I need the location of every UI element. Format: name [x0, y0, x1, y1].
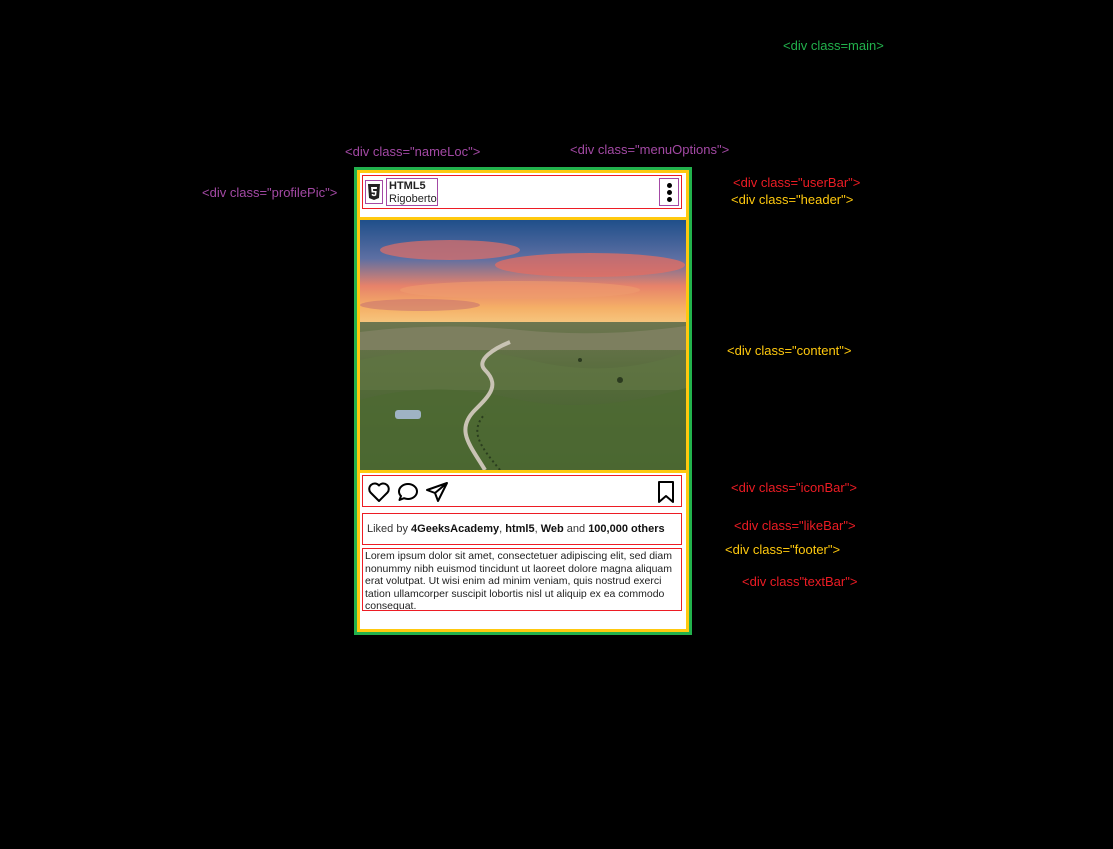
label-content: <div class="content"> — [727, 343, 852, 358]
label-nameloc: <div class="nameLoc"> — [345, 144, 481, 159]
post-header: HTML5 Rigoberto — [357, 170, 689, 220]
like-user-3[interactable]: Web — [540, 523, 564, 535]
likes-separator: , — [499, 523, 506, 535]
like-bar: Liked by 4GeeksAcademy, html5, Web and 1… — [362, 513, 682, 545]
label-iconbar: <div class="iconBar"> — [731, 480, 857, 495]
html5-logo-icon[interactable] — [365, 180, 383, 204]
username[interactable]: HTML5 — [389, 180, 426, 192]
share-icon[interactable] — [425, 480, 449, 504]
likes-separator: , — [534, 523, 541, 535]
label-likebar: <div class="likeBar"> — [734, 518, 856, 533]
label-textbar: <div class"textBar"> — [742, 574, 858, 589]
label-main: <div class=main> — [783, 38, 884, 53]
label-profilepic: <div class="profilePic"> — [202, 185, 338, 200]
landscape-photo — [360, 220, 686, 470]
comment-icon[interactable] — [396, 480, 420, 504]
name-location[interactable]: HTML5 Rigoberto — [386, 178, 438, 206]
post-card: HTML5 Rigoberto — [354, 167, 692, 635]
user-bar: HTML5 Rigoberto — [362, 175, 682, 209]
label-footer: <div class="footer"> — [725, 542, 841, 557]
location[interactable]: Rigoberto — [389, 193, 437, 205]
likes-and: and — [563, 523, 589, 535]
like-user-1[interactable]: 4GeeksAcademy — [411, 523, 500, 535]
label-header: <div class="header"> — [731, 192, 854, 207]
icon-bar — [362, 475, 682, 507]
post-image[interactable] — [357, 217, 689, 473]
like-user-2[interactable]: html5 — [505, 523, 535, 535]
bookmark-icon[interactable] — [655, 480, 677, 504]
heart-icon[interactable] — [367, 480, 391, 504]
post-footer: Liked by 4GeeksAcademy, html5, Web and 1… — [357, 470, 689, 632]
more-options-icon[interactable] — [659, 178, 679, 206]
caption-text: Lorem ipsum dolor sit amet, consectetuer… — [362, 548, 682, 611]
label-userbar: <div class="userBar"> — [733, 175, 861, 190]
like-others[interactable]: 100,000 others — [588, 523, 665, 535]
likes-prefix: Liked by — [367, 523, 412, 535]
label-menuoptions: <div class="menuOptions"> — [570, 142, 730, 157]
